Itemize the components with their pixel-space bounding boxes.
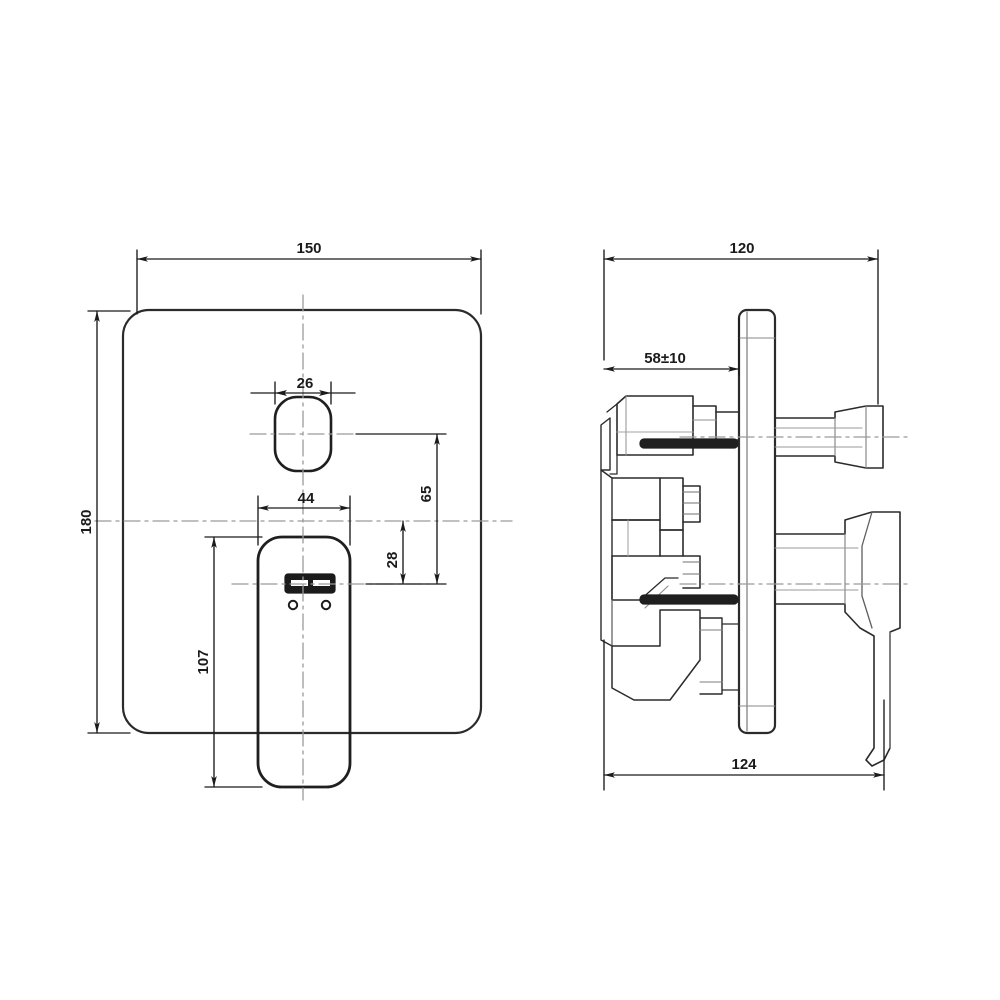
cartridge-retaining-pin-lower [639,594,739,605]
mixer-cartridge-section [611,609,740,701]
lever-badge-detail [284,573,336,611]
dim-label-65: 65 [418,486,435,503]
diverter-cartridge-section [600,395,740,475]
dim-label-180: 180 [78,509,95,534]
dim-label-150: 150 [296,240,321,257]
side-escutcheon-plate [737,308,777,735]
side-dimension-lines [603,249,885,791]
arrow-26-right [319,390,331,396]
side-view-group [600,308,901,767]
dim-label-28: 28 [384,552,401,569]
cartridge-retaining-pin-upper [639,438,739,449]
dim-label-120: 120 [729,240,754,257]
dim-label-124: 124 [731,756,757,773]
valve-body-section [600,469,701,649]
dim-label-44: 44 [298,490,315,507]
dim-label-107: 107 [195,649,212,674]
lever-handle-outline [256,535,352,789]
front-dimension-lines [87,249,482,788]
arrow-26-left [275,390,287,396]
lever-handle-side-profile [774,511,901,767]
dim-label-58: 58±10 [644,350,686,367]
dim-label-26: 26 [297,375,314,392]
centre-lines [94,294,911,801]
dimension-text-group: 150 180 26 44 107 65 28 120 58±10 124 [78,240,757,773]
